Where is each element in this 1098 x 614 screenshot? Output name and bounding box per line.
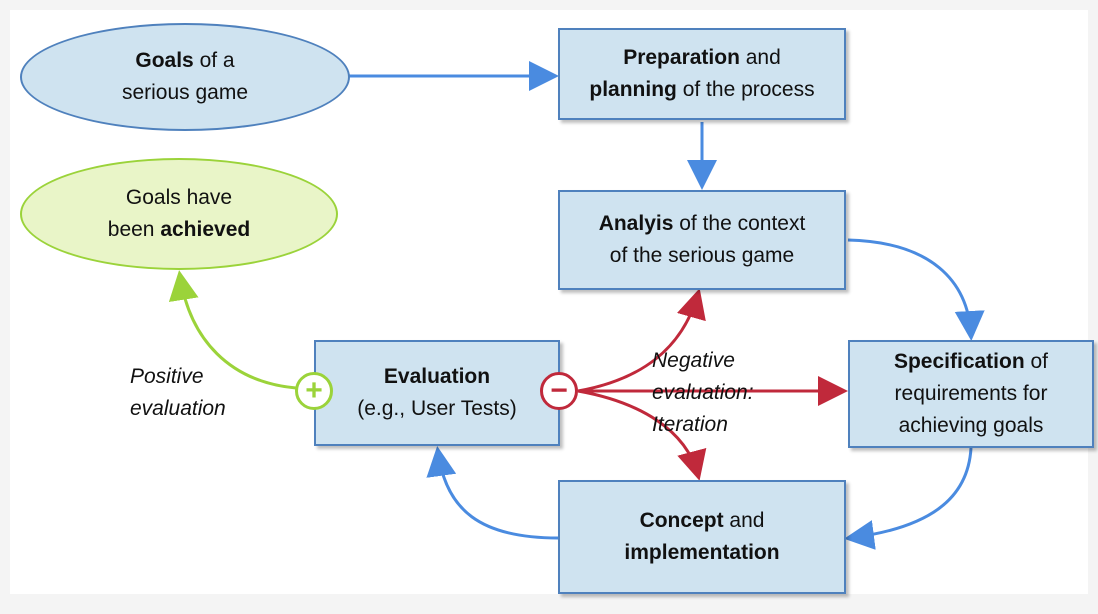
- analysis-line-2: of the serious game: [609, 244, 795, 267]
- specification-line-3: achieving goals: [898, 414, 1044, 437]
- specification-line-1: Specification of: [894, 346, 1048, 378]
- achieved-line-2: been achieved: [108, 214, 250, 246]
- preparation-box: Preparation and planning of the process: [558, 28, 846, 120]
- specification-box: Specification of requirements for achiev…: [848, 340, 1094, 448]
- positive-line-2: evaluation: [130, 397, 226, 420]
- negative-line-3: Iteration: [652, 413, 728, 436]
- analysis-line-1: Analyis of the context: [599, 208, 806, 240]
- implementation-bold: implementation: [624, 541, 780, 564]
- negative-evaluation-label: Negative evaluation: Iteration: [652, 345, 754, 441]
- preparation-line-2: planning of the process: [589, 74, 814, 106]
- concept-bold: Concept: [639, 509, 724, 532]
- arrow-negative-to-analysis: [577, 288, 706, 393]
- connector-layer: [168, 61, 985, 550]
- preparation-rest: and: [739, 46, 781, 69]
- preparation-line-1: Preparation and: [623, 42, 781, 74]
- positive-evaluation-label: Positive evaluation: [130, 361, 226, 425]
- preparation-bold: Preparation: [623, 46, 740, 69]
- analysis-rest: of the context: [673, 212, 806, 235]
- achieved-bold: achieved: [160, 218, 251, 241]
- analysis-bold: Analyis: [598, 212, 674, 235]
- goals-achieved-ellipse: Goals have been achieved: [20, 158, 338, 270]
- negative-line-1: Negative: [652, 349, 735, 372]
- specification-bold: Specification: [893, 350, 1025, 373]
- planning-rest: of the process: [676, 78, 815, 101]
- arrow-positive-to-achieved: [168, 270, 297, 390]
- specification-rest: of: [1024, 350, 1049, 373]
- concept-line-1: Concept and: [640, 505, 765, 537]
- concept-rest: and: [723, 509, 765, 532]
- arrow-specification-to-concept: [844, 447, 973, 550]
- arrow-analysis-to-specification: [847, 238, 985, 341]
- planning-bold: planning: [589, 78, 677, 101]
- evaluation-bold: Evaluation: [383, 365, 491, 388]
- specification-line-2: requirements for: [894, 382, 1048, 405]
- plus-symbol: +: [305, 374, 323, 407]
- goals-ellipse: Goals of a serious game: [20, 23, 350, 131]
- analysis-box: Analyis of the context of the serious ga…: [558, 190, 846, 290]
- achieved-line-1: Goals have: [125, 186, 233, 209]
- goals-line-1: Goals of a: [135, 45, 234, 77]
- goals-bold: Goals: [135, 49, 194, 72]
- evaluation-box: Evaluation (e.g., User Tests): [314, 340, 560, 446]
- positive-line-1: Positive: [130, 365, 204, 388]
- plus-icon: +: [295, 372, 333, 410]
- goals-line-2: serious game: [121, 81, 249, 104]
- goals-rest: of a: [193, 49, 235, 72]
- arrow-concept-to-evaluation: [426, 446, 559, 540]
- minus-icon: −: [540, 372, 578, 410]
- negative-line-2: evaluation:: [652, 381, 754, 404]
- concept-box: Concept and implementation: [558, 480, 846, 594]
- evaluation-line-1: Evaluation: [384, 361, 490, 393]
- arrow-negative-to-concept: [577, 389, 707, 481]
- achieved-rest: been: [107, 218, 161, 241]
- evaluation-line-2: (e.g., User Tests): [357, 397, 517, 420]
- minus-symbol: −: [550, 374, 568, 407]
- concept-line-2: implementation: [624, 537, 779, 569]
